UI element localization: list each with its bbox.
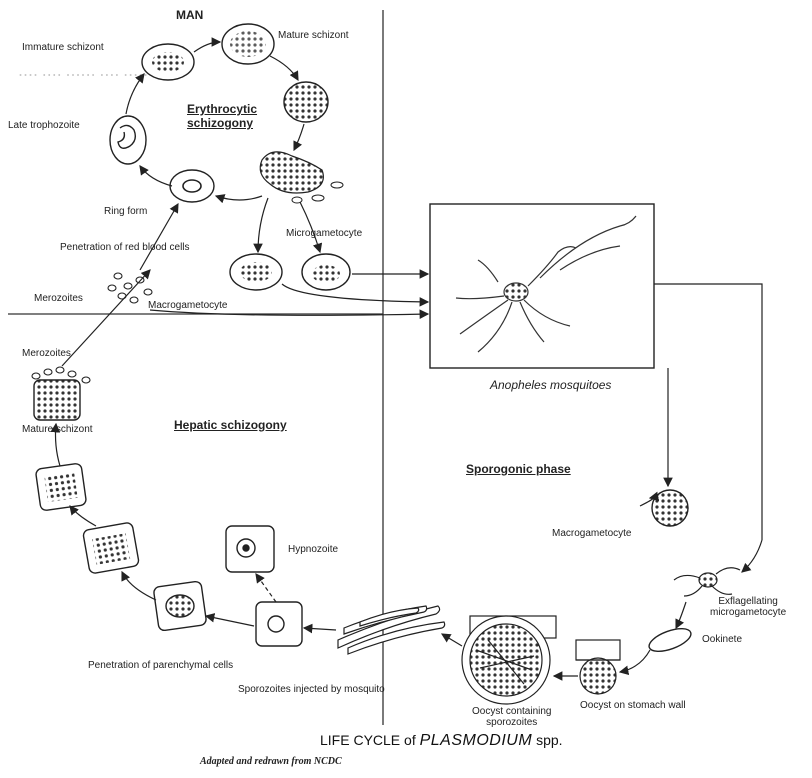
merozoites-label: Merozoites: [34, 293, 83, 304]
oocyst-with-sporozoites: [462, 616, 556, 704]
late-trophozoite-label: Late trophozoite: [8, 120, 80, 131]
mosquito-illustration-box: [430, 204, 654, 368]
sporozoites-injected-label: Sporozoites injected by mosquito: [238, 684, 385, 695]
hepatic-schizogony-label: Hepatic schizogony: [174, 418, 287, 432]
stomach-wall-oocyst: [576, 640, 620, 694]
sporozoites: [338, 606, 445, 654]
released-merozoites-cluster: [260, 152, 323, 193]
penetration-parenchymal-label: Penetration of parenchymal cells: [88, 660, 233, 671]
free-merozoites: [108, 273, 152, 303]
merozoites-liver-label: Merozoites: [22, 348, 71, 359]
macrogametocyte-right-label: Macrogametocyte: [552, 528, 631, 539]
host-label-man: MAN: [176, 8, 203, 22]
ookinete: [646, 624, 694, 656]
exflagellating-microgametocyte: [674, 568, 740, 596]
credit-line: Adapted and redrawn from NCDC: [200, 756, 342, 767]
microgametocyte-label: Microgametocyte: [286, 228, 362, 239]
diagram-title: LIFE CYCLE of PLASMODIUM spp.: [320, 732, 563, 750]
sporogonic-phase-label: Sporogonic phase: [466, 462, 571, 476]
immature-schizont-label: Immature schizont: [22, 42, 104, 53]
oocyst-stomach-label: Oocyst on stomach wall: [580, 700, 686, 711]
anopheles-label: Anopheles mosquitoes: [490, 378, 611, 392]
late-trophozoite-cell: [110, 116, 146, 164]
penetration-rbc-label: Penetration of red blood cells: [60, 242, 190, 253]
ring-form-cell: [170, 170, 214, 202]
bursting-schizont-cell: [284, 82, 328, 122]
macrogametocyte-label: Macrogametocyte: [148, 300, 227, 311]
ring-form-label: Ring form: [104, 206, 147, 217]
mature-schizont-liver-label: Mature schizont: [22, 424, 93, 435]
hypnozoite-label: Hypnozoite: [288, 544, 338, 555]
mature-schizont-liver-cell: [34, 380, 80, 420]
mature-schizont-label: Mature schizont: [278, 30, 349, 41]
ookinete-label: Ookinete: [702, 634, 742, 645]
macrogametocyte-cell-right: [652, 490, 688, 526]
